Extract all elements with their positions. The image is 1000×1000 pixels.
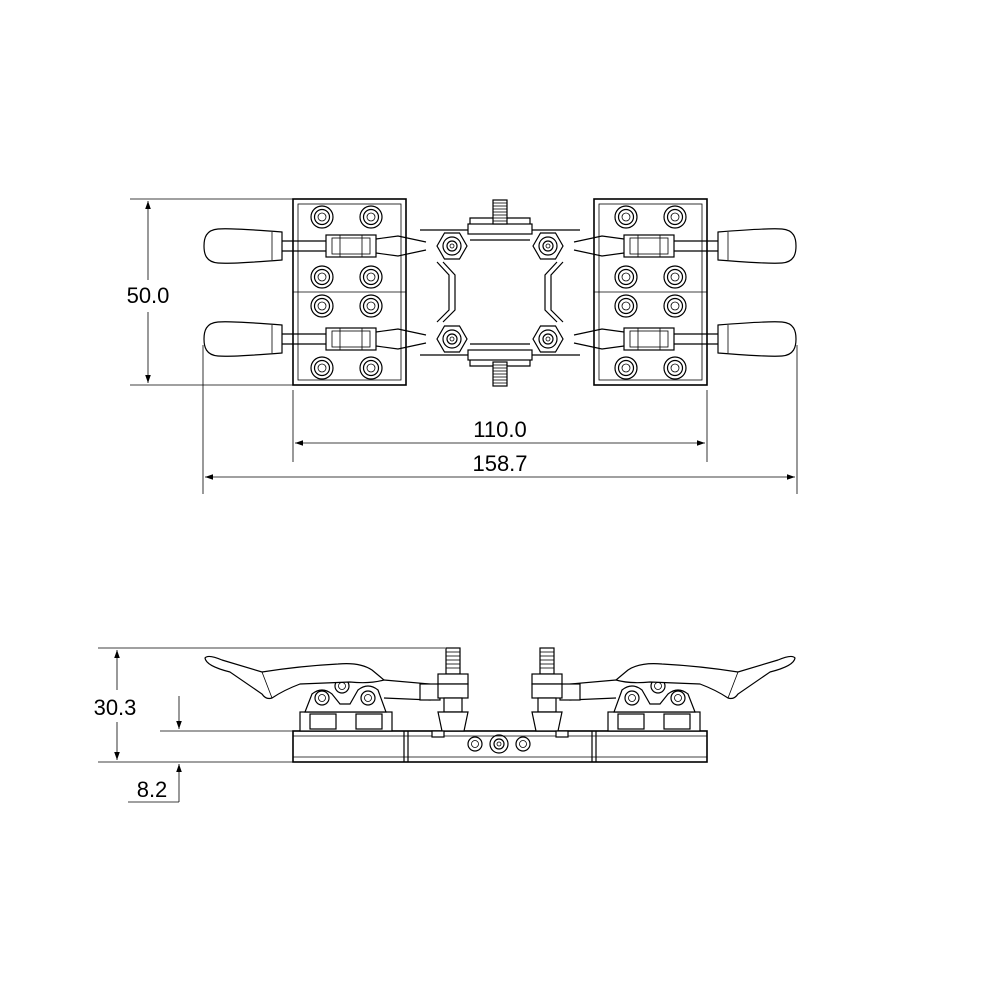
- dimension-side-height: 30.3: [94, 647, 445, 763]
- bottom-stud: [492, 361, 508, 387]
- top-stud: [492, 199, 508, 225]
- side-left-clamp: [204, 655, 441, 732]
- left-lower-grip: [203, 321, 283, 357]
- left-base-plate: [292, 198, 407, 386]
- side-view: 30.3 8.2: [94, 647, 796, 803]
- spindle-nut-lower-left: [436, 325, 468, 353]
- side-base-rail: [292, 730, 708, 763]
- dimension-overall-width: 158.7: [202, 345, 798, 494]
- top-view: 50.0 110.0 158.7: [127, 198, 798, 494]
- side-right-clamp: [559, 655, 796, 732]
- side-right-spindle: [531, 647, 569, 738]
- spindle-nut-upper-right: [532, 232, 564, 260]
- dim-158-label: 158.7: [472, 451, 527, 476]
- spindle-nut-upper-left: [436, 232, 468, 260]
- side-left-spindle: [431, 647, 469, 738]
- center-frame: [420, 217, 580, 367]
- dimension-top-height: 50.0: [127, 198, 293, 386]
- dim-50-label: 50.0: [127, 283, 170, 308]
- left-upper-grip: [203, 228, 283, 264]
- spindle-nut-lower-right: [532, 325, 564, 353]
- right-clamps: [573, 228, 797, 357]
- dim-110-label: 110.0: [473, 417, 526, 442]
- dim-8-label: 8.2: [137, 777, 168, 802]
- left-upper-clamp: [203, 228, 427, 264]
- left-lower-clamp: [203, 321, 427, 357]
- dimension-base-height: 8.2: [128, 696, 293, 803]
- dim-30-label: 30.3: [94, 695, 137, 720]
- dimension-inner-width: 110.0: [292, 390, 708, 462]
- right-base-plate: [593, 198, 708, 386]
